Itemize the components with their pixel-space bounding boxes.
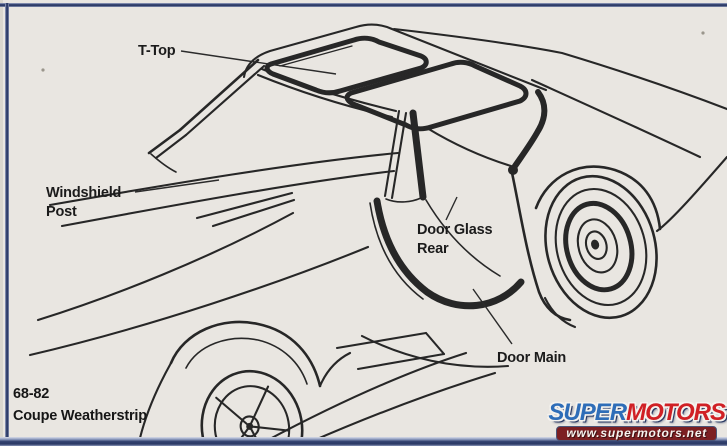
watermark-url-bar: www.supermotors.net xyxy=(556,426,718,441)
door-main-leader-line xyxy=(472,288,513,345)
label-door-glass-rear-line2: Rear xyxy=(417,241,449,257)
roof-and-t-top-panels xyxy=(242,23,548,132)
watermark-brand: SUPERMOTORS xyxy=(548,399,726,426)
label-windshield-post-line2: Post xyxy=(46,204,77,220)
label-leader-lines xyxy=(134,50,513,345)
caption: 68-82 Coupe Weatherstrip xyxy=(13,383,147,427)
page-frame-top xyxy=(0,3,727,7)
t-top-panel-right xyxy=(344,59,529,132)
page-frame-bottom xyxy=(0,437,727,446)
rocker-and-front-fender xyxy=(138,320,497,445)
label-windshield-post: Windshield Post xyxy=(46,184,121,222)
door-main-weatherstrip xyxy=(373,197,525,310)
label-windshield-post-line1: Windshield xyxy=(46,185,122,201)
door-assembly xyxy=(360,109,525,368)
label-t-top: T-Top xyxy=(138,43,176,59)
caption-title: Coupe Weatherstrip xyxy=(13,408,147,424)
watermark-brand-super: SUPER xyxy=(548,399,627,426)
front-wheel xyxy=(200,369,304,446)
caption-year-range: 68-82 xyxy=(13,386,50,402)
rear-deck-lines xyxy=(392,27,727,159)
t-top-leader-line xyxy=(180,50,337,75)
label-door-glass-rear-line1: Door Glass xyxy=(417,222,493,238)
rear-wheel xyxy=(544,174,658,320)
door-glass-rear-weatherstrip xyxy=(409,109,427,201)
door-glass-rear-leader-line xyxy=(445,196,458,221)
label-door-main: Door Main xyxy=(497,350,567,366)
windshield-post-leader-line xyxy=(134,179,220,193)
watermark-brand-motors: MOTORS xyxy=(626,399,726,426)
windshield-frame xyxy=(147,58,266,173)
page-left-paper-shadow xyxy=(0,0,3,446)
t-top-panel-left xyxy=(264,35,429,96)
rear-pillar xyxy=(425,89,548,175)
label-door-glass-rear: Door Glass Rear xyxy=(417,221,493,259)
page-frame-left xyxy=(5,3,9,437)
hood-and-cowl-lines xyxy=(28,151,400,357)
paper-specks xyxy=(41,31,705,72)
watermark-logo: SUPERMOTORS www.supermotors.net xyxy=(548,399,726,442)
rear-quarter-panel xyxy=(493,155,727,334)
